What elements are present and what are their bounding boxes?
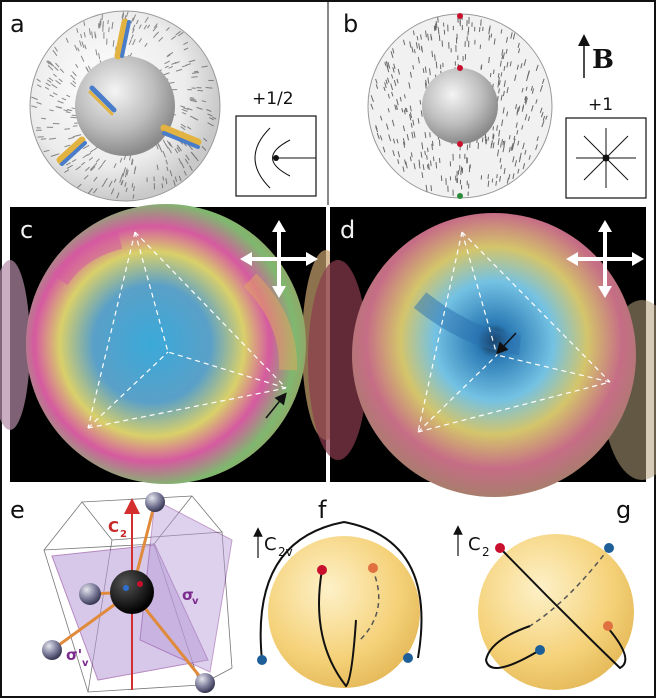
panel-b: b B +1 — [343, 10, 647, 199]
panel-a-label: a — [10, 10, 25, 38]
defect-arrow-d — [495, 332, 517, 355]
inner-droplet-b — [422, 68, 498, 144]
great-circle-f — [259, 520, 423, 661]
sigma-v-prime-sub: v — [82, 658, 89, 669]
director-sphere-f — [268, 536, 420, 688]
panel-d-label: d — [340, 216, 355, 244]
point-blue-right-f — [403, 653, 413, 663]
panel-e-label: e — [10, 496, 25, 524]
defect-arrow-c — [265, 392, 287, 419]
half-defect-label: +1/2 — [252, 89, 294, 109]
sigma-v-prime-label: σ' — [66, 646, 82, 664]
field-label: B — [592, 45, 614, 75]
one-defect-inset: +1 — [565, 95, 647, 199]
vertex-ball-bottom-left — [42, 640, 62, 660]
defect-path-solid-f — [318, 569, 357, 688]
panel-f-label: f — [318, 496, 327, 524]
c2-sub-e: 2 — [120, 529, 127, 540]
crossed-polarizers-c — [240, 220, 318, 298]
tetrahedron-c — [87, 231, 287, 429]
point-orange-f — [368, 563, 378, 573]
point-red-f — [317, 565, 327, 575]
vertex-ball-top — [145, 492, 165, 512]
defect-lines-a — [56, 18, 202, 166]
panel-b-label: b — [343, 10, 358, 38]
panel-d: d — [308, 207, 656, 497]
point-red-g — [495, 543, 505, 553]
central-core — [110, 570, 154, 614]
tetrahedron-d — [417, 231, 611, 433]
defect-path-dashed-f — [359, 567, 380, 641]
birefringent-droplet-d — [352, 213, 636, 497]
boojum-inner-top — [457, 65, 463, 71]
panel-a: a +1/2 — [10, 10, 317, 202]
defect-path-solid-g-2 — [484, 625, 541, 669]
c2-label-e: C — [108, 518, 119, 536]
defect-path-dashed-g — [529, 547, 610, 627]
panel-e: e C 2 σ v — [10, 492, 233, 693]
c2v-label: C — [264, 534, 277, 555]
boojum-bottom — [457, 193, 463, 199]
point-blue-left-f — [257, 655, 267, 665]
director-sphere-g — [478, 534, 634, 690]
boojum-inner-bottom — [457, 141, 463, 147]
point-orange-g — [603, 621, 613, 631]
vertex-ball-bottom-right — [195, 673, 215, 693]
vertex-ball-left — [79, 583, 101, 605]
panel-c: c — [0, 204, 350, 484]
c2-sub-g: 2 — [482, 545, 490, 559]
inner-droplet — [75, 56, 175, 156]
panel-f: f C 2v — [253, 496, 423, 688]
half-defect-inset: +1/2 — [235, 89, 317, 197]
point-blue-top-g — [604, 543, 614, 553]
panel-c-label: c — [20, 216, 33, 244]
defect-path-solid-g-1 — [499, 547, 627, 670]
panel-g-label: g — [616, 496, 631, 524]
point-blue-bottom-g — [535, 645, 545, 655]
c2-label-g: C — [468, 534, 481, 555]
sigma-v-sub: v — [192, 596, 199, 607]
birefringent-droplet-c — [26, 204, 306, 484]
boojum-top — [457, 13, 463, 19]
panel-g: g C 2 — [453, 496, 634, 690]
sigma-v-label: σ — [182, 586, 194, 604]
crossed-polarizers-d — [566, 220, 644, 298]
one-defect-label: +1 — [588, 95, 613, 115]
